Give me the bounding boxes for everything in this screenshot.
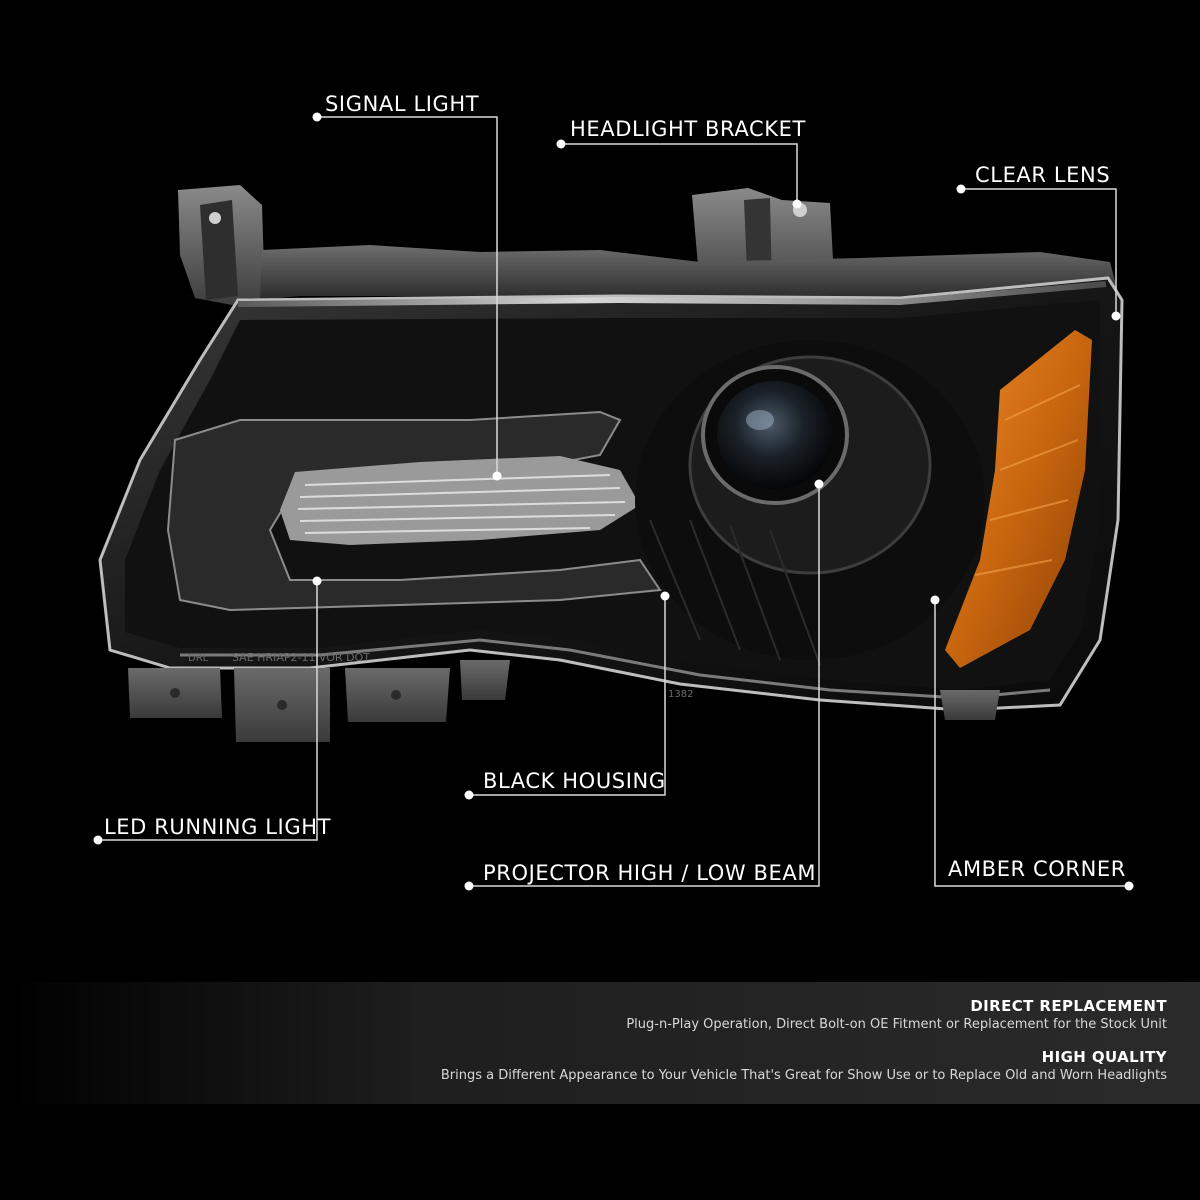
projector-assembly: [635, 340, 985, 666]
signal-light-reflector: [280, 456, 640, 545]
feature-text-high-quality: Brings a Different Appearance to Your Ve…: [440, 1068, 1167, 1083]
housing-top: [260, 245, 1120, 300]
callout-headlight-bracket: HEADLIGHT BRACKET: [570, 117, 806, 141]
feature-heading-direct-replacement: DIRECT REPLACEMENT: [970, 997, 1167, 1015]
lens-marking-sae: SAE HRIAP2-11 VOR DOT: [232, 651, 370, 664]
feature-info-band: DIRECT REPLACEMENT Plug-n-Play Operation…: [0, 982, 1200, 1104]
callout-leader-lines: [98, 116, 1129, 887]
amber-corner: [945, 330, 1092, 668]
lens-marking-bottom: 1382: [668, 689, 693, 700]
callout-black-housing: BLACK HOUSING: [483, 769, 666, 793]
lens-marking-drl: DRL: [188, 653, 209, 664]
callout-signal-light: SIGNAL LIGHT: [325, 92, 480, 116]
callout-led-running-light: LED RUNNING LIGHT: [104, 815, 332, 839]
feature-text-direct-replacement: Plug-n-Play Operation, Direct Bolt-on OE…: [626, 1017, 1167, 1032]
callout-projector-beam: PROJECTOR HIGH / LOW BEAM: [483, 861, 817, 885]
feature-heading-high-quality: HIGH QUALITY: [1041, 1048, 1167, 1066]
callout-clear-lens: CLEAR LENS: [975, 163, 1111, 187]
callout-amber-corner: AMBER CORNER: [948, 857, 1126, 881]
callout-dots: [93, 112, 1134, 891]
